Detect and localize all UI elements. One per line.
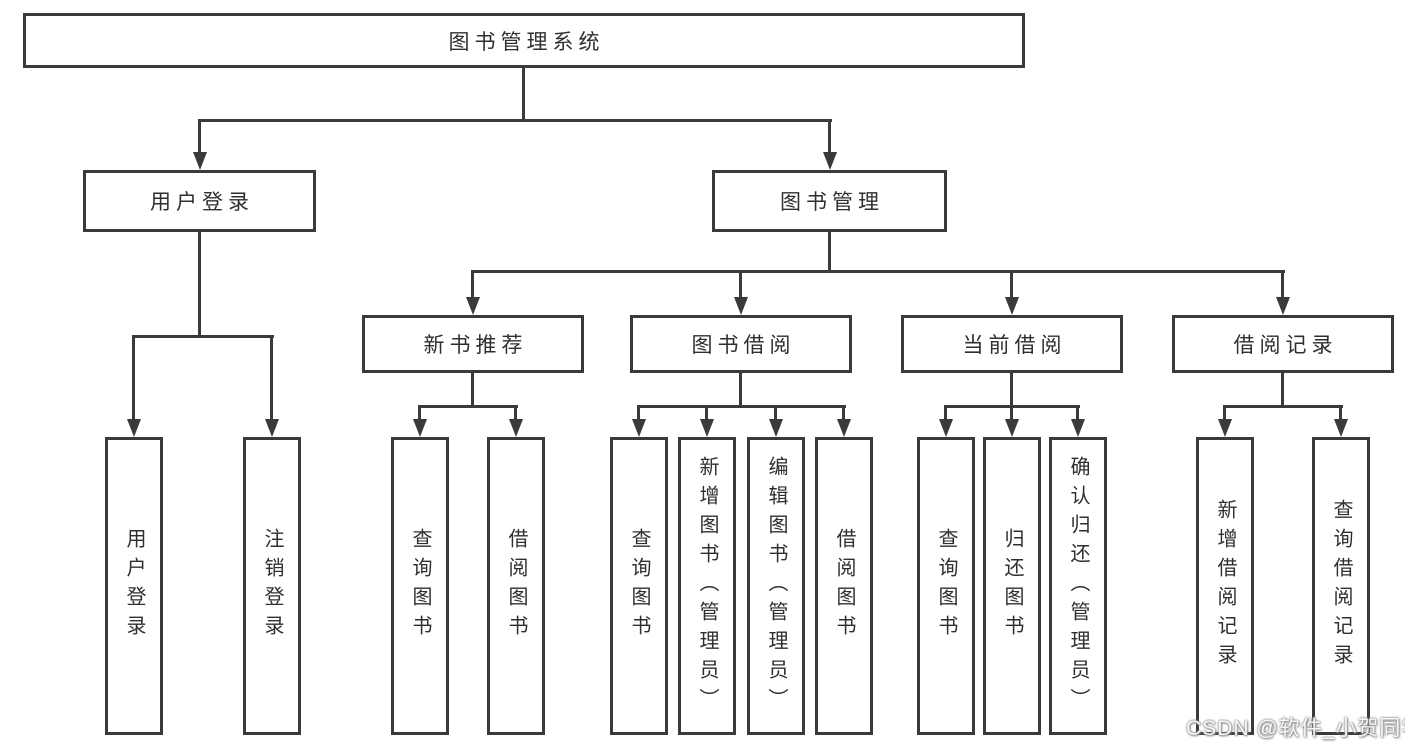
connector-line — [418, 405, 518, 408]
connector-line — [418, 405, 421, 421]
connector-line — [198, 119, 201, 154]
node-user-login: 用户登录 — [83, 170, 316, 232]
leaf-borrowing-add-books-admin: 新增图书（管理员） — [678, 437, 736, 735]
arrowhead-down-icon — [769, 419, 783, 437]
connector-line — [198, 232, 201, 338]
connector-line — [514, 405, 517, 421]
connector-line — [774, 405, 777, 421]
connector-line — [1010, 405, 1013, 421]
leaf-current-confirm-return-admin: 确认归还（管理员） — [1049, 437, 1107, 735]
leaf-recommend-query-books: 查询图书 — [391, 437, 449, 735]
connector-line — [132, 335, 274, 338]
arrowhead-down-icon — [509, 419, 523, 437]
arrowhead-down-icon — [734, 297, 748, 315]
node-current-borrowing: 当前借阅 — [901, 315, 1123, 373]
connector-line — [1281, 270, 1284, 299]
connector-line — [522, 68, 525, 120]
leaf-borrowing-borrow-books: 借阅图书 — [815, 437, 873, 735]
leaf-recommend-borrow-books: 借阅图书 — [487, 437, 545, 735]
arrowhead-down-icon — [1276, 297, 1290, 315]
arrowhead-down-icon — [632, 419, 646, 437]
connector-line — [944, 405, 947, 421]
arrowhead-down-icon — [466, 297, 480, 315]
arrowhead-down-icon — [1005, 297, 1019, 315]
arrowhead-down-icon — [823, 152, 837, 170]
node-new-book-recommendation: 新书推荐 — [362, 315, 584, 373]
leaf-user-login: 用户登录 — [105, 437, 163, 735]
node-book-management: 图书管理 — [712, 170, 947, 232]
connector-line — [1076, 405, 1079, 421]
leaf-current-return-books: 归还图书 — [983, 437, 1041, 735]
arrowhead-down-icon — [1005, 419, 1019, 437]
watermark-text: CSDN @软件_小贺同学 — [1186, 717, 1405, 740]
connector-line — [739, 373, 742, 407]
connector-line — [471, 270, 474, 299]
leaf-current-query-books: 查询图书 — [917, 437, 975, 735]
arrowhead-down-icon — [1334, 419, 1348, 437]
arrowhead-down-icon — [700, 419, 714, 437]
connector-line — [637, 405, 846, 408]
arrowhead-down-icon — [939, 419, 953, 437]
connector-line — [1339, 405, 1342, 421]
arrowhead-down-icon — [193, 152, 207, 170]
connector-line — [270, 335, 273, 421]
arrowhead-down-icon — [265, 419, 279, 437]
connector-line — [1281, 373, 1284, 407]
arrowhead-down-icon — [413, 419, 427, 437]
connector-line — [828, 232, 831, 273]
leaf-borrowing-edit-books-admin: 编辑图书（管理员） — [747, 437, 805, 735]
connector-line — [1223, 405, 1343, 408]
leaf-logout: 注销登录 — [243, 437, 301, 735]
connector-line — [828, 119, 831, 154]
connector-line — [1010, 270, 1013, 299]
connector-line — [739, 270, 742, 299]
connector-line — [1010, 373, 1013, 407]
leaf-borrowing-query-books: 查询图书 — [610, 437, 668, 735]
connector-line — [1223, 405, 1226, 421]
connector-line — [471, 270, 1285, 273]
node-book-borrowing: 图书借阅 — [630, 315, 852, 373]
leaf-records-add-record: 新增借阅记录 — [1196, 437, 1254, 735]
connector-line — [132, 335, 135, 421]
node-root: 图书管理系统 — [23, 13, 1025, 68]
connector-line — [198, 119, 832, 122]
node-borrowing-records: 借阅记录 — [1172, 315, 1394, 373]
connector-line — [637, 405, 640, 421]
connector-line — [705, 405, 708, 421]
arrowhead-down-icon — [1071, 419, 1085, 437]
arrowhead-down-icon — [1218, 419, 1232, 437]
arrowhead-down-icon — [837, 419, 851, 437]
connector-line — [471, 373, 474, 407]
arrowhead-down-icon — [127, 419, 141, 437]
connector-line — [842, 405, 845, 421]
leaf-records-query-record: 查询借阅记录 — [1312, 437, 1370, 735]
